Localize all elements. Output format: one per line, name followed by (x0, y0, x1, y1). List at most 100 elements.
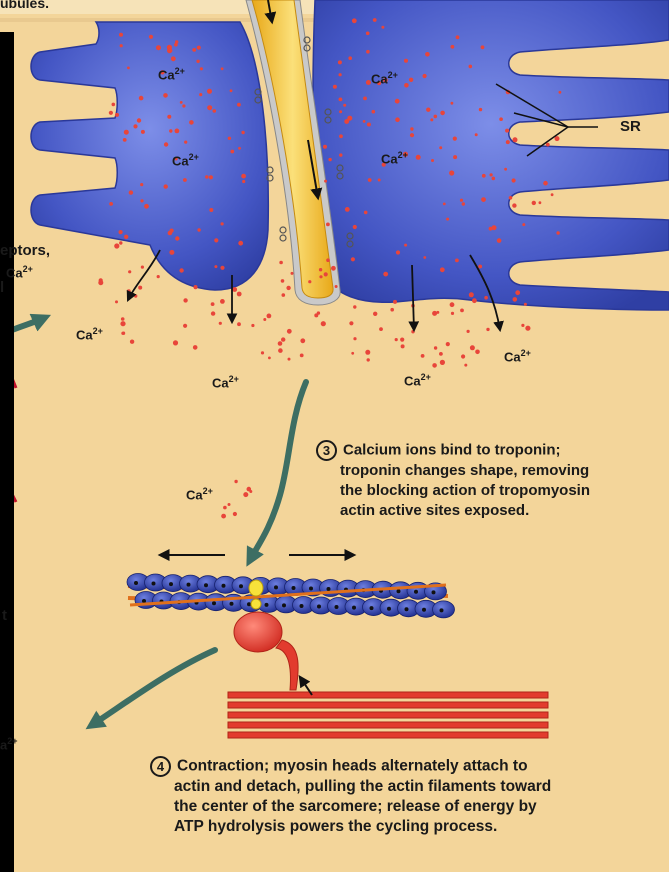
calcium-dot (353, 305, 356, 308)
calcium-dot (200, 67, 203, 70)
calcium-dot (451, 45, 455, 49)
step-3-line-3: the blocking action of tropomyosin (316, 481, 590, 501)
calcium-dot (451, 312, 454, 315)
calcium-dot (141, 266, 144, 269)
calcium-dot (440, 360, 445, 365)
actin-binding-site (432, 590, 436, 594)
calcium-dot (109, 202, 113, 206)
calcium-dot (207, 105, 212, 110)
calcium-dot (343, 104, 346, 107)
calcium-dot (119, 230, 123, 234)
calcium-dot (173, 340, 178, 345)
calcium-dot (539, 201, 542, 204)
calcium-dot (124, 235, 128, 239)
actin-binding-site (292, 586, 296, 590)
calcium-dot (164, 142, 168, 146)
calcium-dot (169, 250, 174, 255)
ca-label-sr-3: Ca2+ (371, 66, 398, 88)
calcium-dot (393, 300, 397, 304)
calcium-dot (183, 298, 187, 302)
calcium-dot (524, 303, 527, 306)
calcium-dot (163, 93, 168, 98)
calcium-dot (109, 111, 113, 115)
calcium-dot (127, 289, 131, 293)
calcium-dot (339, 73, 342, 76)
calcium-dot (432, 363, 437, 368)
calcium-dot (228, 137, 231, 140)
calcium-dot (167, 115, 171, 119)
calcium-dot (453, 155, 457, 159)
actin-binding-site (212, 601, 216, 605)
calcium-dot (430, 118, 433, 121)
calcium-dot (363, 120, 366, 123)
calcium-dot (492, 177, 496, 181)
calcium-dot (127, 67, 130, 70)
calcium-dot (366, 50, 370, 54)
calcium-dot (241, 131, 244, 134)
calcium-dot (347, 116, 352, 121)
calcium-dot (439, 352, 443, 356)
calcium-dot (512, 203, 516, 207)
calcium-dot (522, 223, 525, 226)
calcium-dot (220, 299, 225, 304)
calcium-dot (251, 324, 254, 327)
calcium-dot (214, 238, 218, 242)
calcium-dot (124, 130, 129, 135)
calcium-dot (197, 46, 201, 50)
calcium-dot (513, 297, 518, 302)
calcium-dot (291, 272, 294, 275)
actin-binding-site (414, 590, 418, 594)
calcium-dot (513, 137, 518, 142)
calcium-dot (234, 480, 237, 483)
calcium-dot (381, 26, 384, 29)
calcium-dot (378, 179, 381, 182)
actin-binding-site (300, 604, 304, 608)
calcium-dot (409, 78, 413, 82)
calcium-dot (133, 124, 137, 128)
calcium-dot (460, 199, 463, 202)
calcium-dot (416, 155, 421, 160)
actin-binding-site (327, 587, 331, 591)
actin-binding-site (142, 599, 146, 603)
actin-filament (127, 574, 455, 618)
calcium-dot (338, 60, 342, 64)
calcium-dot (205, 175, 208, 178)
calcium-dot (228, 503, 231, 506)
left-l-label: l (0, 278, 4, 297)
calcium-dot (353, 337, 356, 340)
calcium-dot (121, 317, 125, 321)
calcium-dot (138, 286, 142, 290)
calcium-dot (484, 296, 488, 300)
calcium-dot (128, 270, 131, 273)
calcium-dot (123, 138, 127, 142)
calcium-dot (464, 364, 467, 367)
calcium-dot (326, 258, 330, 262)
calcium-dot (278, 348, 283, 353)
actin-binding-site (239, 584, 243, 588)
calcium-dot (122, 332, 125, 335)
calcium-dot (237, 103, 241, 107)
calcium-dot (189, 120, 194, 125)
calcium-dot (267, 314, 272, 319)
calcium-dot (183, 324, 187, 328)
calcium-dot (324, 180, 327, 183)
calcium-dot (351, 257, 355, 261)
ca-label-cyto-3: Ca2+ (404, 368, 431, 390)
calcium-dot (119, 241, 122, 244)
calcium-dot (451, 102, 454, 105)
calcium-dot (460, 309, 464, 313)
ca-label-sr-1: Ca2+ (158, 62, 185, 84)
calcium-dot (440, 111, 445, 116)
calcium-dot (410, 133, 414, 137)
calcium-dot (120, 44, 123, 47)
calcium-dot (456, 35, 460, 39)
calcium-dot (230, 150, 234, 154)
actin-binding-site (352, 606, 356, 610)
calcium-dot (308, 280, 311, 283)
calcium-dot (439, 146, 442, 149)
calcium-dot (345, 207, 350, 212)
calcium-dot (130, 340, 134, 344)
